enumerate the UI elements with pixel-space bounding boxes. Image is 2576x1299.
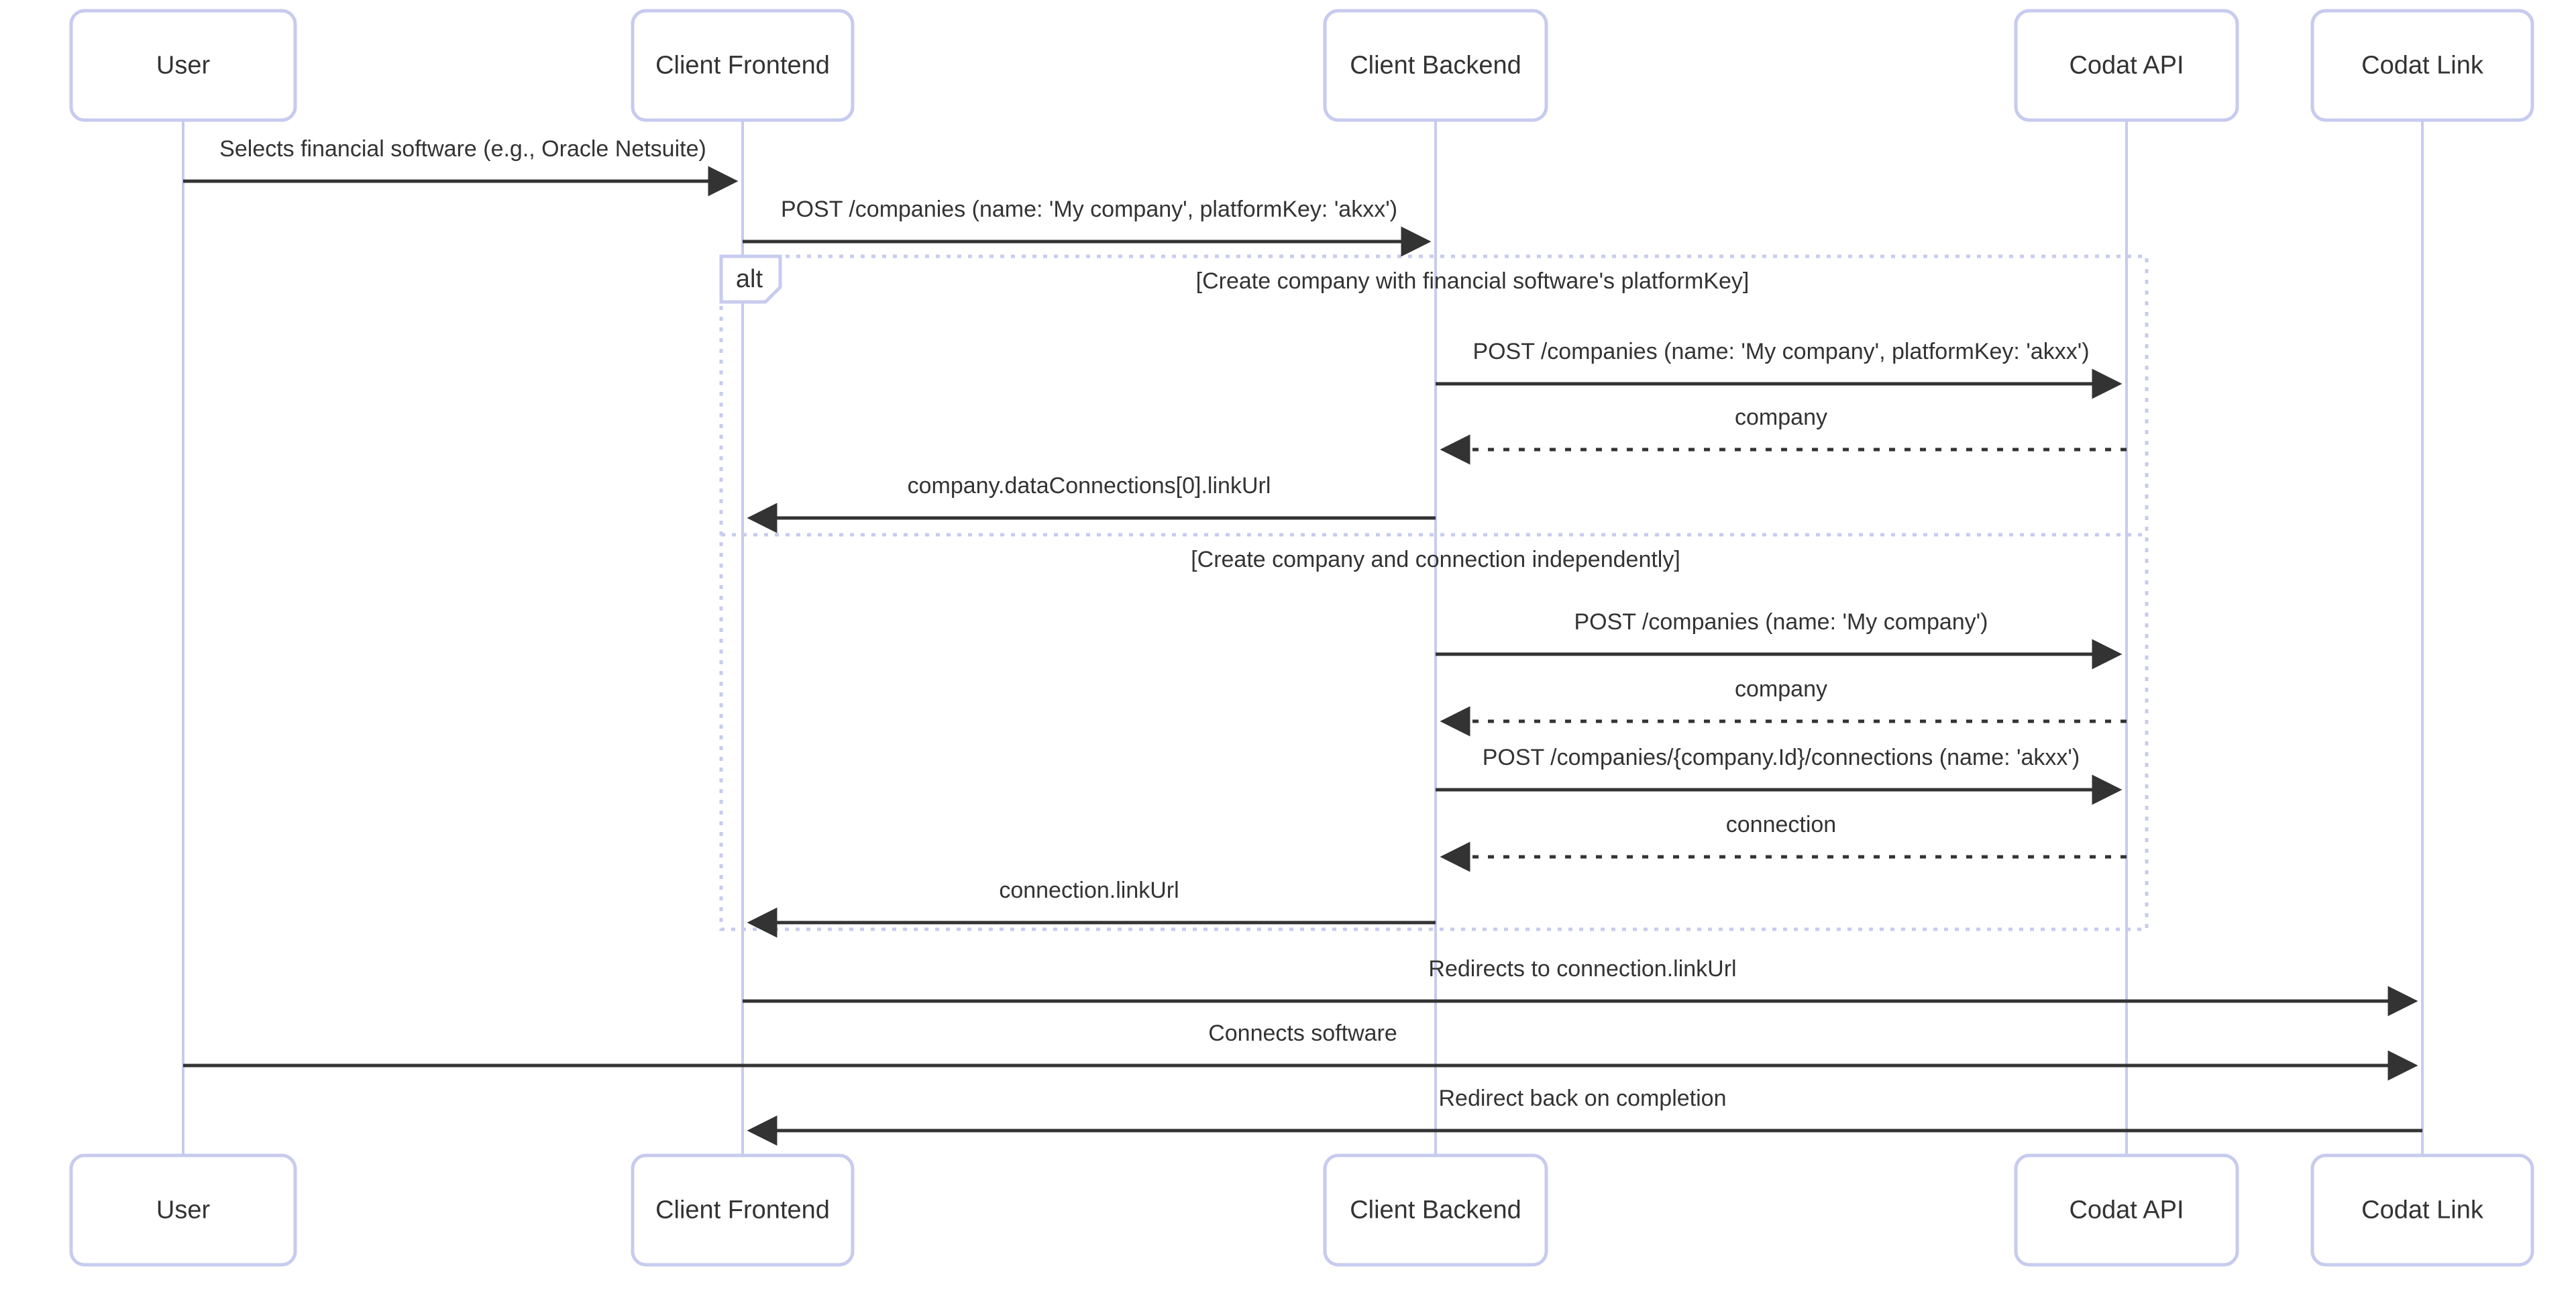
participant-client_frontend-bottom[interactable]: Client Frontend <box>631 1153 855 1267</box>
participant-label: Client Backend <box>1350 1196 1521 1225</box>
alt-condition-2: [Create company and connection independe… <box>1191 547 1680 572</box>
message-label: connection <box>1726 812 1836 837</box>
participant-user-bottom[interactable]: User <box>69 1153 297 1267</box>
participant-label: User <box>156 52 211 80</box>
participant-label: Codat API <box>2069 52 2184 80</box>
message-label: POST /companies/{company.Id}/connections… <box>1483 745 2080 770</box>
alt-tag-shape <box>719 254 782 304</box>
participant-box[interactable] <box>631 1153 855 1267</box>
message-m2: POST /companies (name: 'My company', pla… <box>743 197 1432 257</box>
participant-label: User <box>156 1196 211 1225</box>
message-m1: Selects financial software (e.g., Oracle… <box>183 136 739 197</box>
participant-box[interactable] <box>1323 1153 1548 1267</box>
participant-label: Codat Link <box>2361 1196 2484 1225</box>
message-m6: POST /companies (name: 'My company') <box>1436 609 2123 670</box>
participant-label: Client Backend <box>1350 52 1521 80</box>
participant-headers-bottom: User Client Frontend Client Backend Codat A… <box>69 1153 2534 1267</box>
message-label: company.dataConnections[0].linkUrl <box>908 473 1271 499</box>
message-m10: connection.linkUrl <box>747 878 1436 938</box>
participant-label: Client Frontend <box>655 52 830 80</box>
message-m13: Redirect back on completion <box>747 1086 2422 1146</box>
message-m3: POST /companies (name: 'My company', pla… <box>1436 339 2123 399</box>
message-m4: company <box>1440 405 2127 465</box>
alt-frame-border <box>719 254 2149 931</box>
participant-box[interactable] <box>69 1153 297 1267</box>
participant-box[interactable] <box>2310 9 2534 122</box>
participant-box[interactable] <box>631 9 855 122</box>
message-label: Redirect back on completion <box>1438 1086 1726 1111</box>
message-label: Connects software <box>1208 1021 1397 1046</box>
message-label: company <box>1735 676 1827 702</box>
message-label: connection.linkUrl <box>999 878 1179 903</box>
message-label: Redirects to connection.linkUrl <box>1428 956 1736 982</box>
participant-box[interactable] <box>2014 1153 2239 1267</box>
participant-box[interactable] <box>2014 9 2239 122</box>
message-m9: connection <box>1440 812 2127 872</box>
alt-tag-label: alt <box>736 265 763 293</box>
message-m7: company <box>1440 676 2127 737</box>
message-label: Selects financial software (e.g., Oracle… <box>219 136 706 162</box>
message-label: POST /companies (name: 'My company', pla… <box>781 197 1397 222</box>
message-m12: Connects software <box>183 1021 2418 1081</box>
participant-box[interactable] <box>2310 1153 2534 1267</box>
participant-headers-top: User Client Frontend Client Backend Codat A… <box>69 9 2534 122</box>
alt-condition-1: [Create company with financial software'… <box>1196 268 1750 294</box>
message-label: POST /companies (name: 'My company') <box>1574 609 1988 635</box>
participant-box[interactable] <box>69 9 297 122</box>
participant-client_frontend-top[interactable]: Client Frontend <box>631 9 855 122</box>
participant-codat_api-bottom[interactable]: Codat API <box>2014 1153 2239 1267</box>
message-m11: Redirects to connection.linkUrl <box>743 956 2418 1017</box>
participant-box[interactable] <box>1323 9 1548 122</box>
participant-label: Client Frontend <box>655 1196 830 1225</box>
message-label: company <box>1735 405 1827 430</box>
participant-codat_link-bottom[interactable]: Codat Link <box>2310 1153 2534 1267</box>
participant-client_backend-top[interactable]: Client Backend <box>1323 9 1548 122</box>
participant-codat_link-top[interactable]: Codat Link <box>2310 9 2534 122</box>
messages-group: Selects financial software (e.g., Oracle… <box>183 136 2422 1146</box>
participant-user-top[interactable]: User <box>69 9 297 122</box>
participant-codat_api-top[interactable]: Codat API <box>2014 9 2239 122</box>
message-label: POST /companies (name: 'My company', pla… <box>1472 339 2089 364</box>
message-m8: POST /companies/{company.Id}/connections… <box>1436 745 2123 805</box>
participant-label: Codat Link <box>2361 52 2484 80</box>
alt-combined-fragment: alt [Create company with financial softwa… <box>719 254 2149 931</box>
participant-label: Codat API <box>2069 1196 2184 1225</box>
message-m5: company.dataConnections[0].linkUrl <box>747 473 1436 533</box>
participant-client_backend-bottom[interactable]: Client Backend <box>1323 1153 1548 1267</box>
